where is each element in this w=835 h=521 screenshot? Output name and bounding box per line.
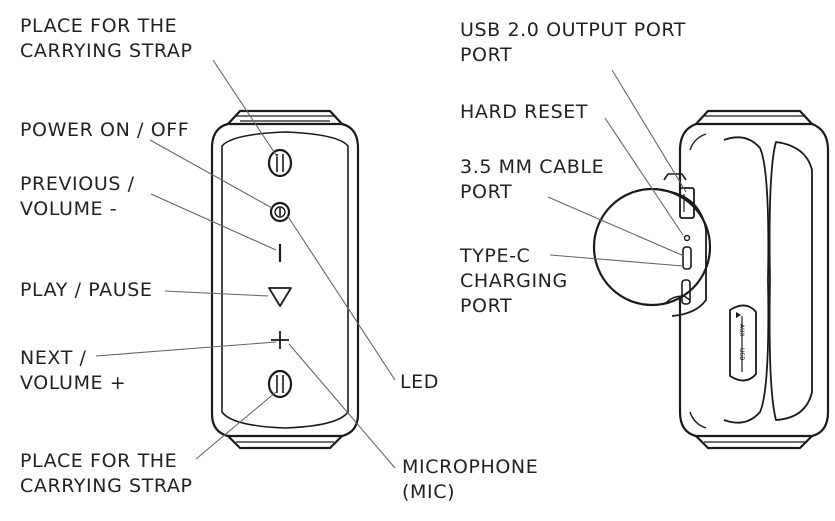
leader-reset bbox=[604, 117, 684, 236]
power-button-icon bbox=[269, 201, 291, 223]
leader-previous bbox=[150, 193, 277, 251]
strap-slot-top bbox=[267, 148, 293, 178]
front-speaker bbox=[210, 109, 360, 450]
label-previous: PREVIOUS /VOLUME - bbox=[20, 173, 135, 220]
bottom-cap bbox=[227, 435, 343, 450]
typec-port-icon bbox=[681, 279, 691, 305]
cover-usb-text: USB bbox=[738, 348, 745, 360]
front-panel bbox=[221, 131, 349, 429]
front-body bbox=[210, 122, 360, 438]
strap-slot-bottom bbox=[267, 369, 293, 399]
side-body bbox=[678, 122, 830, 438]
leader-lines bbox=[95, 59, 687, 469]
reset-hole-icon bbox=[683, 234, 691, 242]
label-reset: HARD RESET bbox=[460, 101, 589, 123]
leader-usb bbox=[611, 69, 687, 193]
play-icon bbox=[268, 287, 292, 307]
cover-aux-text: AUX bbox=[738, 324, 745, 337]
leader-next bbox=[95, 341, 277, 357]
leader-led bbox=[286, 214, 396, 381]
leader-power bbox=[149, 139, 273, 209]
port-magnifier bbox=[592, 173, 712, 317]
leader-strap-top bbox=[212, 59, 279, 159]
cover-arrow-icon bbox=[736, 312, 741, 318]
label-led: LED bbox=[400, 371, 440, 393]
side-speaker bbox=[678, 109, 830, 450]
port-cover bbox=[729, 304, 757, 382]
label-mic: MICROPHONE(MIC) bbox=[402, 456, 539, 503]
label-play: PLAY / PAUSE bbox=[20, 279, 153, 301]
leader-strap-bottom bbox=[195, 391, 277, 460]
plus-icon bbox=[271, 331, 289, 349]
leader-play bbox=[164, 290, 269, 297]
leader-typec bbox=[549, 254, 684, 267]
aux-jack-icon bbox=[682, 246, 692, 270]
label-next: NEXT /VOLUME + bbox=[20, 347, 127, 394]
leader-mic bbox=[288, 343, 396, 469]
label-power: POWER ON / OFF bbox=[20, 119, 190, 141]
usb-port-icon bbox=[679, 187, 695, 219]
top-cap bbox=[227, 109, 343, 125]
leader-aux bbox=[547, 196, 685, 257]
